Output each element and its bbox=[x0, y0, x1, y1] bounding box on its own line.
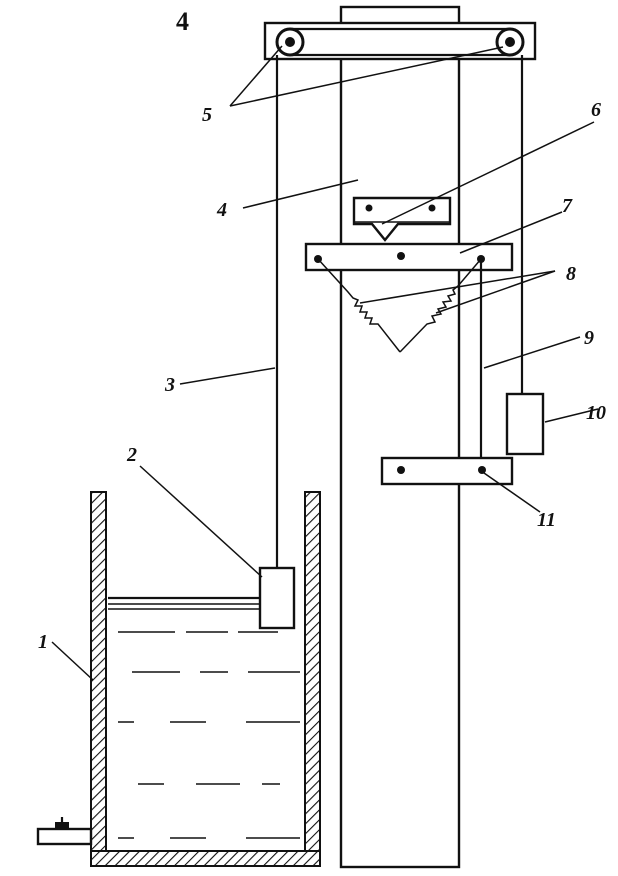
springs bbox=[317, 258, 482, 353]
label-1: 1 bbox=[38, 631, 48, 653]
label-3: 3 bbox=[164, 374, 175, 396]
label-5: 5 bbox=[202, 104, 212, 126]
label-7: 7 bbox=[562, 195, 573, 217]
label-11: 11 bbox=[537, 509, 556, 531]
label-4: 4 bbox=[216, 199, 227, 221]
leader-lines bbox=[51, 45, 599, 681]
figure-number: 4 bbox=[176, 7, 189, 36]
label-10: 10 bbox=[586, 402, 606, 424]
water-tank bbox=[90, 491, 321, 867]
label-8: 8 bbox=[566, 263, 576, 285]
label-6: 6 bbox=[591, 99, 601, 121]
right-pulley bbox=[495, 27, 525, 57]
left-pulley bbox=[275, 27, 305, 57]
water bbox=[108, 596, 300, 839]
drain-valve bbox=[36, 817, 93, 846]
label-2: 2 bbox=[126, 444, 137, 466]
stop-block bbox=[352, 196, 452, 242]
label-9: 9 bbox=[584, 327, 594, 349]
float bbox=[258, 566, 296, 630]
counterweight bbox=[505, 392, 545, 456]
